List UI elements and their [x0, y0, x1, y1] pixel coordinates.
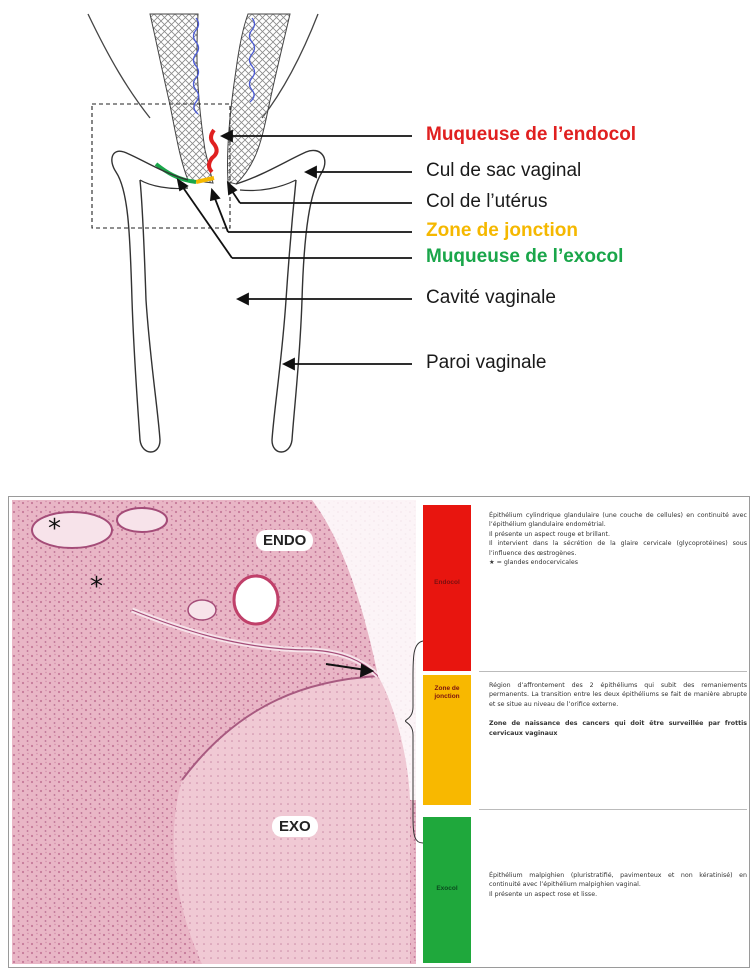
uterus-outer-left	[88, 14, 150, 118]
label-zone-jonction: Zone de jonction	[426, 220, 578, 242]
cervix-diagram-drawing	[0, 0, 753, 470]
endocol-column: Endocol	[423, 505, 471, 671]
endocol-column-label: Endocol	[423, 579, 471, 587]
label-endocol: Muqueuse de l’endocol	[426, 124, 636, 146]
vaginal-wall-left	[112, 151, 188, 452]
junction-column-label: Zone de jonction	[423, 685, 471, 701]
endocol-desc-3: Il intervient dans la sécrétion de la gl…	[489, 539, 747, 558]
vaginal-wall-right	[236, 150, 325, 452]
histology-drawing	[12, 500, 416, 964]
histology-panel: * * ENDO EXO Endocol Zone de jonction Ex…	[8, 496, 750, 968]
label-endo: ENDO	[256, 530, 313, 551]
junction-desc-1: Région d’affrontement des 2 épithéliums …	[489, 681, 747, 709]
junction-column: Zone de jonction	[423, 675, 471, 805]
histology-image: * * ENDO EXO	[12, 500, 416, 964]
cervix-diagram: Muqueuse de l’endocol Cul de sac vaginal…	[0, 0, 753, 470]
star-marker-2: *	[90, 572, 103, 602]
exocol-column-label: Exocol	[423, 885, 471, 893]
callout-arrows	[178, 131, 412, 369]
exocol-column: Exocol	[423, 817, 471, 963]
junction-desc-bold: Zone de naissance des cancers qui doit ê…	[489, 720, 747, 736]
exocol-desc-2: Il présente un aspect rose et lisse.	[489, 890, 747, 899]
junction-description: Région d’affrontement des 2 épithéliums …	[489, 681, 747, 738]
endocol-description: Épithélium cylindrique glandulaire (une …	[489, 511, 747, 567]
label-exocol: Muqueuse de l’exocol	[426, 246, 623, 268]
label-col-uterus: Col de l’utérus	[426, 191, 547, 213]
endocol-desc-2: Il présente un aspect rouge et brillant.	[489, 530, 747, 539]
exocol-description: Épithélium malpighien (pluristratifié, p…	[489, 871, 747, 899]
endocol-line	[209, 130, 217, 172]
exocol-desc-1: Épithélium malpighien (pluristratifié, p…	[489, 871, 747, 890]
endocol-desc-4: ★ = glandes endocervicales	[489, 558, 747, 567]
label-paroi-vaginale: Paroi vaginale	[426, 352, 546, 374]
label-exo: EXO	[272, 816, 318, 837]
label-cavite-vaginale: Cavité vaginale	[426, 287, 556, 309]
star-marker-1: *	[48, 514, 61, 544]
endocol-swatch	[423, 505, 471, 671]
endocol-desc-1: Épithélium cylindrique glandulaire (une …	[489, 511, 747, 530]
row-divider-1	[479, 671, 747, 672]
cervix-wall-right	[227, 14, 290, 184]
row-divider-2	[479, 809, 747, 810]
label-cul-de-sac: Cul de sac vaginal	[426, 160, 581, 182]
cervix-wall-left	[150, 14, 213, 183]
